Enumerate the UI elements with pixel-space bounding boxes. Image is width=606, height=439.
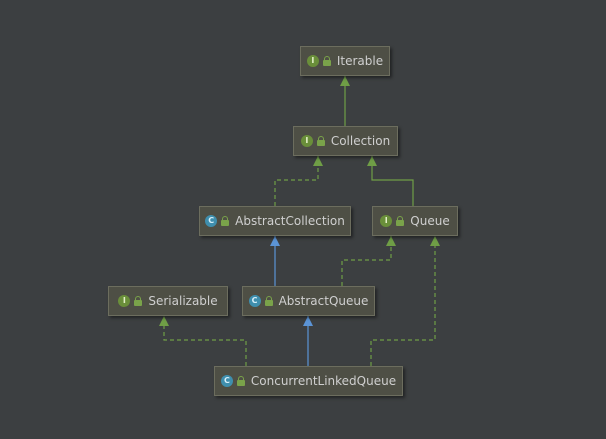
lock-icon: [236, 376, 245, 386]
edge-abstract-queue-to-queue: [341, 236, 392, 286]
arrowhead-abstract-queue-to-abstract-collection: [270, 236, 280, 246]
lock-icon: [322, 56, 331, 66]
node-abstract-collection[interactable]: C AbstractCollection: [199, 206, 351, 236]
node-label: Collection: [330, 134, 391, 148]
node-label: Iterable: [336, 54, 384, 68]
node-serializable[interactable]: I Serializable: [108, 286, 228, 316]
node-label: ConcurrentLinkedQueue: [250, 374, 397, 388]
interface-badge-icon: I: [118, 295, 131, 307]
edge-abstract-collection-to-collection: [274, 156, 319, 206]
arrowhead-abstract-queue-to-queue: [386, 236, 396, 246]
arrowhead-concurrent-linked-queue-to-abstract-queue: [303, 316, 313, 326]
node-label: Queue: [410, 214, 450, 228]
lock-icon: [221, 216, 230, 226]
edge-concurrent-linked-queue-to-serializable: [163, 316, 247, 366]
node-label: Serializable: [148, 294, 218, 308]
node-collection[interactable]: I Collection: [293, 126, 398, 156]
node-label: AbstractCollection: [235, 214, 345, 228]
class-badge-icon: C: [248, 295, 261, 307]
arrowhead-concurrent-linked-queue-to-serializable: [159, 316, 169, 326]
node-queue[interactable]: I Queue: [372, 206, 458, 236]
lock-icon: [316, 136, 325, 146]
lock-icon: [134, 296, 143, 306]
class-badge-icon: C: [205, 215, 218, 227]
lock-icon: [396, 216, 405, 226]
interface-badge-icon: I: [306, 55, 319, 67]
class-badge-icon: C: [220, 375, 233, 387]
interface-badge-icon: I: [300, 135, 313, 147]
arrowhead-abstract-collection-to-collection: [313, 156, 323, 166]
arrowhead-concurrent-linked-queue-to-queue: [430, 236, 440, 246]
lock-icon: [264, 296, 273, 306]
node-label: AbstractQueue: [278, 294, 369, 308]
node-iterable[interactable]: I Iterable: [300, 46, 390, 76]
interface-badge-icon: I: [380, 215, 393, 227]
node-abstract-queue[interactable]: C AbstractQueue: [242, 286, 375, 316]
edge-queue-to-collection: [371, 156, 414, 206]
edge-concurrent-linked-queue-to-queue: [370, 236, 436, 366]
node-concurrent-linked-queue[interactable]: C ConcurrentLinkedQueue: [214, 366, 403, 396]
arrowhead-queue-to-collection: [367, 156, 377, 166]
arrowhead-collection-to-iterable: [340, 76, 350, 86]
